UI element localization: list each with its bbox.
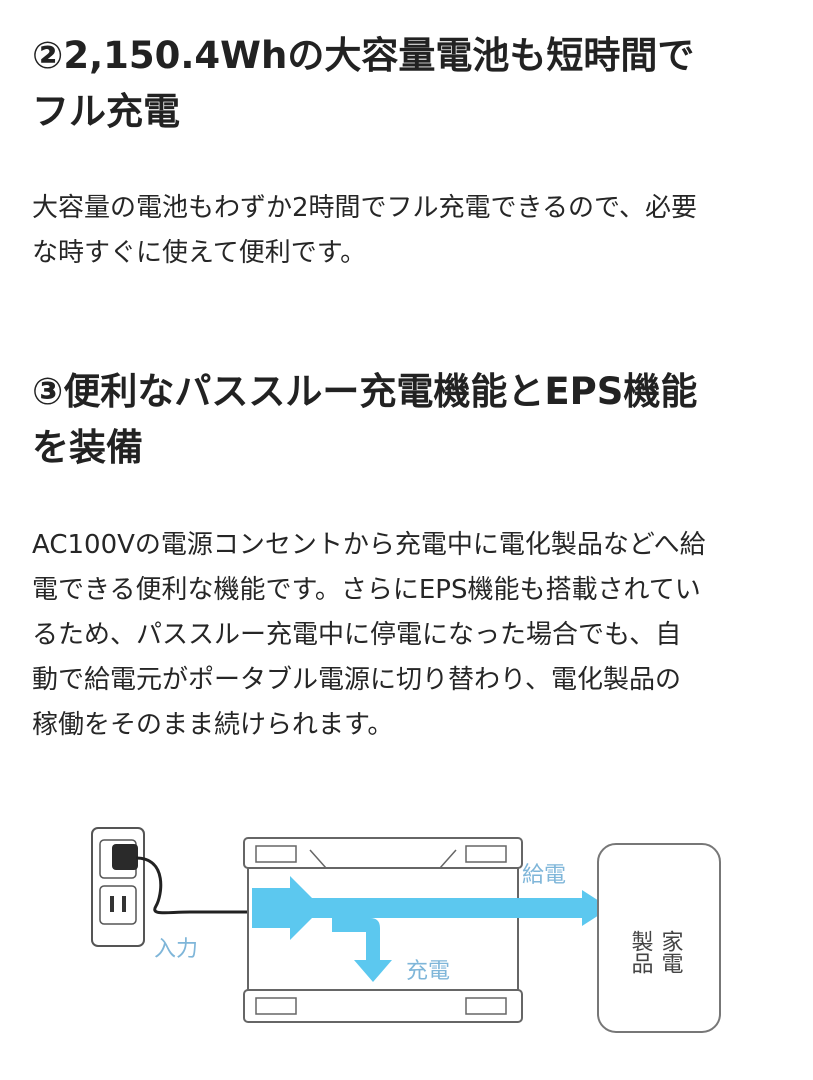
heading-line: フル充電: [32, 90, 180, 133]
section3-heading: ③便利なパススルー充電機能とEPS機能 を装備: [32, 364, 792, 476]
power-station-icon: [243, 837, 523, 1023]
appliance-box: [597, 843, 721, 1033]
supply-label: 給電: [522, 863, 566, 888]
power-cable: [135, 856, 250, 915]
input-arrow: [252, 876, 322, 940]
heading-line: を装備: [32, 426, 143, 469]
charge-label: 充電: [406, 959, 450, 984]
supply-arrow: [308, 890, 610, 926]
section2-paragraph: 大容量の電池もわずか2時間でフル充電できるので、必要 な時すぐに使えて便利です。: [32, 186, 782, 276]
paragraph-line: な時すぐに使えて便利です。: [32, 238, 367, 268]
paragraph-line: 稼働をそのまま続けられます。: [32, 710, 394, 740]
section2-heading: ②2,150.4Whの大容量電池も短時間で フル充電: [32, 28, 792, 140]
charge-arrow: [332, 918, 392, 982]
heading-line: ②2,150.4Whの大容量電池も短時間で: [32, 34, 695, 77]
paragraph-line: 電できる便利な機能です。さらにEPS機能も搭載されてい: [32, 575, 701, 605]
paragraph-line: AC100Vの電源コンセントから充電中に電化製品などへ給: [32, 530, 706, 560]
appliance-label-col1: 製品: [628, 930, 654, 974]
section3-paragraph: AC100Vの電源コンセントから充電中に電化製品などへ給 電できる便利な機能です…: [32, 523, 782, 748]
wall-outlet-icon: [91, 827, 145, 947]
heading-line: ③便利なパススルー充電機能とEPS機能: [32, 370, 698, 413]
paragraph-line: 大容量の電池もわずか2時間でフル充電できるので、必要: [32, 193, 697, 223]
paragraph-line: るため、パススルー充電中に停電になった場合でも、自: [32, 620, 682, 650]
input-label: 入力: [154, 937, 198, 962]
appliance-label-col2: 家電: [658, 930, 683, 974]
paragraph-line: 動で給電元がポータブル電源に切り替わり、電化製品の: [32, 665, 681, 695]
pass-through-diagram: 入力 充電 給電 製品 家電: [91, 827, 721, 1033]
